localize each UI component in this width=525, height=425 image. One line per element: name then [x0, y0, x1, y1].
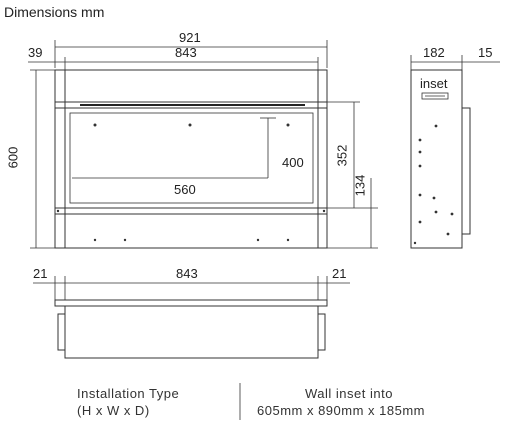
label-inset: inset	[420, 76, 448, 91]
label-400: 400	[282, 155, 304, 170]
screw-holes-side	[413, 124, 454, 245]
installation-value-line1: Wall inset into	[305, 386, 393, 401]
label-560: 560	[174, 182, 196, 197]
label-15: 15	[478, 45, 493, 60]
frame-inner	[64, 69, 319, 249]
label-21-left: 21	[33, 266, 48, 281]
inset-marker	[421, 92, 449, 100]
label-843-top: 843	[176, 266, 198, 281]
side-rear-panel	[461, 107, 471, 235]
label-134: 134	[352, 174, 368, 197]
label-182: 182	[423, 45, 445, 60]
label-843-front: 843	[175, 45, 197, 60]
diagram-heading: Dimensions mm	[4, 4, 105, 20]
label-21-right: 21	[332, 266, 347, 281]
installation-type-label: Installation Type	[77, 386, 180, 401]
installation-type-sublabel: (H x W x D)	[77, 403, 150, 418]
side-body	[410, 69, 463, 249]
top-view-front-edge	[54, 299, 328, 307]
screw-holes-front	[56, 123, 326, 242]
right-bracket	[317, 313, 326, 351]
label-352: 352	[334, 144, 350, 167]
label-39: 39	[28, 45, 43, 60]
label-600: 600	[5, 146, 21, 169]
installation-value-line2: 605mm x 890mm x 185mm	[257, 403, 425, 418]
top-view-body	[64, 305, 319, 359]
glass-panel	[69, 112, 314, 204]
left-bracket	[57, 313, 66, 351]
label-921: 921	[179, 30, 201, 45]
